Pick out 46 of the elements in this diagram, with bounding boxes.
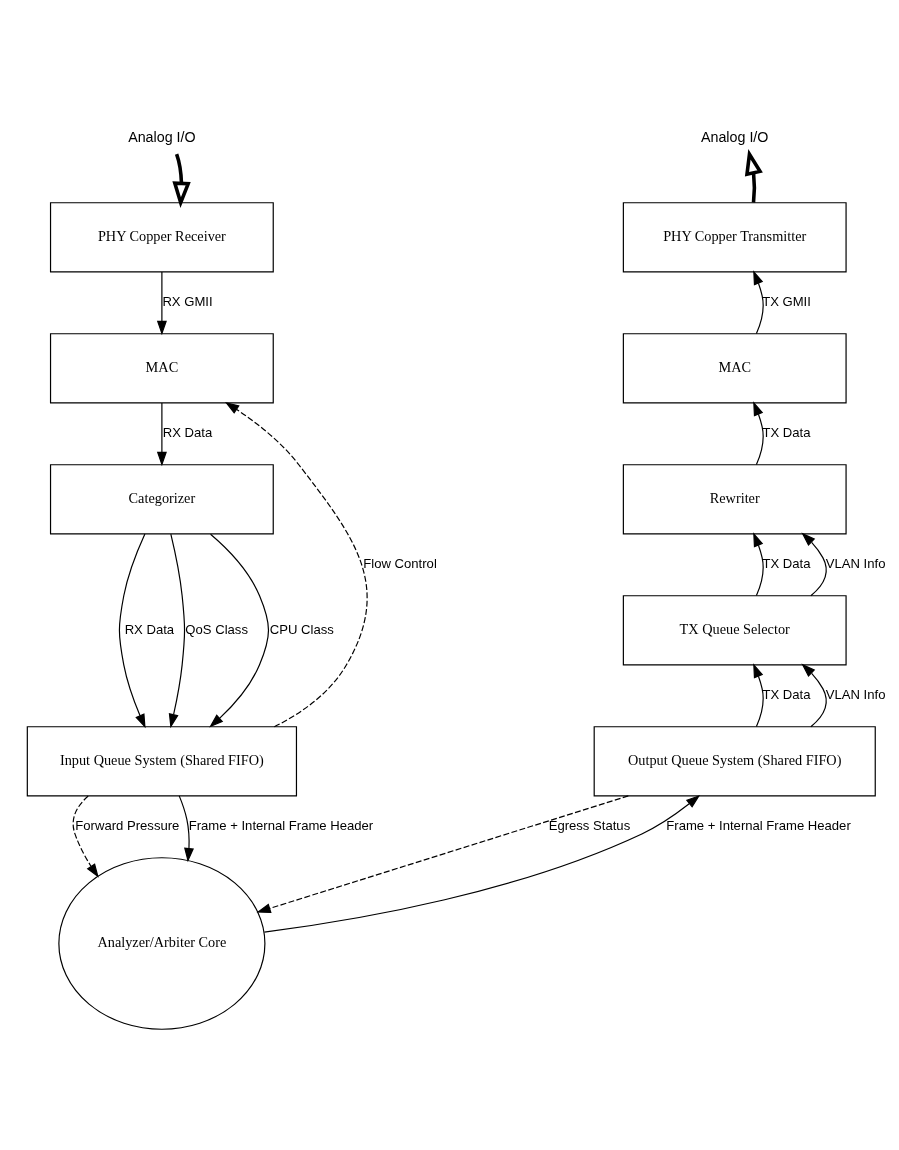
arrow	[72, 794, 99, 878]
edge-label: Frame + Internal Frame Header	[666, 817, 851, 833]
edge-label: Forward Pressure	[75, 817, 180, 833]
edge-label: VLAN Info	[825, 555, 886, 571]
arrow	[263, 794, 701, 933]
arrow	[172, 153, 191, 208]
node-box: PHY Copper Receiver	[49, 201, 274, 272]
node-box: PHY Copper Transmitter	[622, 201, 847, 272]
arrow	[156, 401, 167, 466]
edge-label: Frame + Internal Frame Header	[188, 817, 374, 833]
edge-label: CPU Class	[269, 621, 334, 637]
node-box: TX Queue Selector	[622, 594, 847, 665]
edge-label: Flow Control	[363, 555, 437, 571]
node-text: Analog I/O	[700, 128, 769, 145]
arrow	[178, 794, 194, 862]
edge-label: QoS Class	[185, 621, 248, 637]
node-box: Input Queue System (Shared FIFO)	[26, 725, 298, 796]
arrow	[801, 663, 827, 727]
node-ellipse: Analyzer/Arbiter Core	[58, 856, 266, 1030]
edge-label: VLAN Info	[825, 686, 886, 702]
edge-label: TX GMII	[762, 293, 811, 309]
arrow	[209, 533, 270, 728]
node-text: Analog I/O	[128, 128, 196, 145]
arrow	[753, 531, 764, 596]
arrow	[753, 662, 764, 727]
edge-label: RX Data	[124, 621, 175, 637]
node-box: Rewriter	[622, 463, 847, 534]
node-box: MAC	[622, 332, 847, 403]
edge-label: Egress Status	[548, 817, 631, 833]
arrow	[224, 401, 368, 727]
arrow	[753, 400, 764, 465]
node-box: Categorizer	[49, 463, 274, 534]
edge-label: TX Data	[762, 686, 811, 702]
arrow	[168, 533, 186, 728]
edge-label: TX Data	[762, 424, 811, 440]
arrow	[801, 532, 827, 596]
edge-label: TX Data	[762, 555, 811, 571]
arrow	[753, 269, 764, 334]
edge-label: RX GMII	[162, 293, 213, 309]
arrow	[744, 148, 763, 203]
edge-label: RX Data	[162, 424, 213, 440]
arrow	[118, 532, 146, 728]
arrow	[156, 270, 167, 335]
node-box: Output Queue System (Shared FIFO)	[593, 725, 876, 796]
node-box: MAC	[49, 332, 274, 403]
arrow	[256, 794, 629, 913]
